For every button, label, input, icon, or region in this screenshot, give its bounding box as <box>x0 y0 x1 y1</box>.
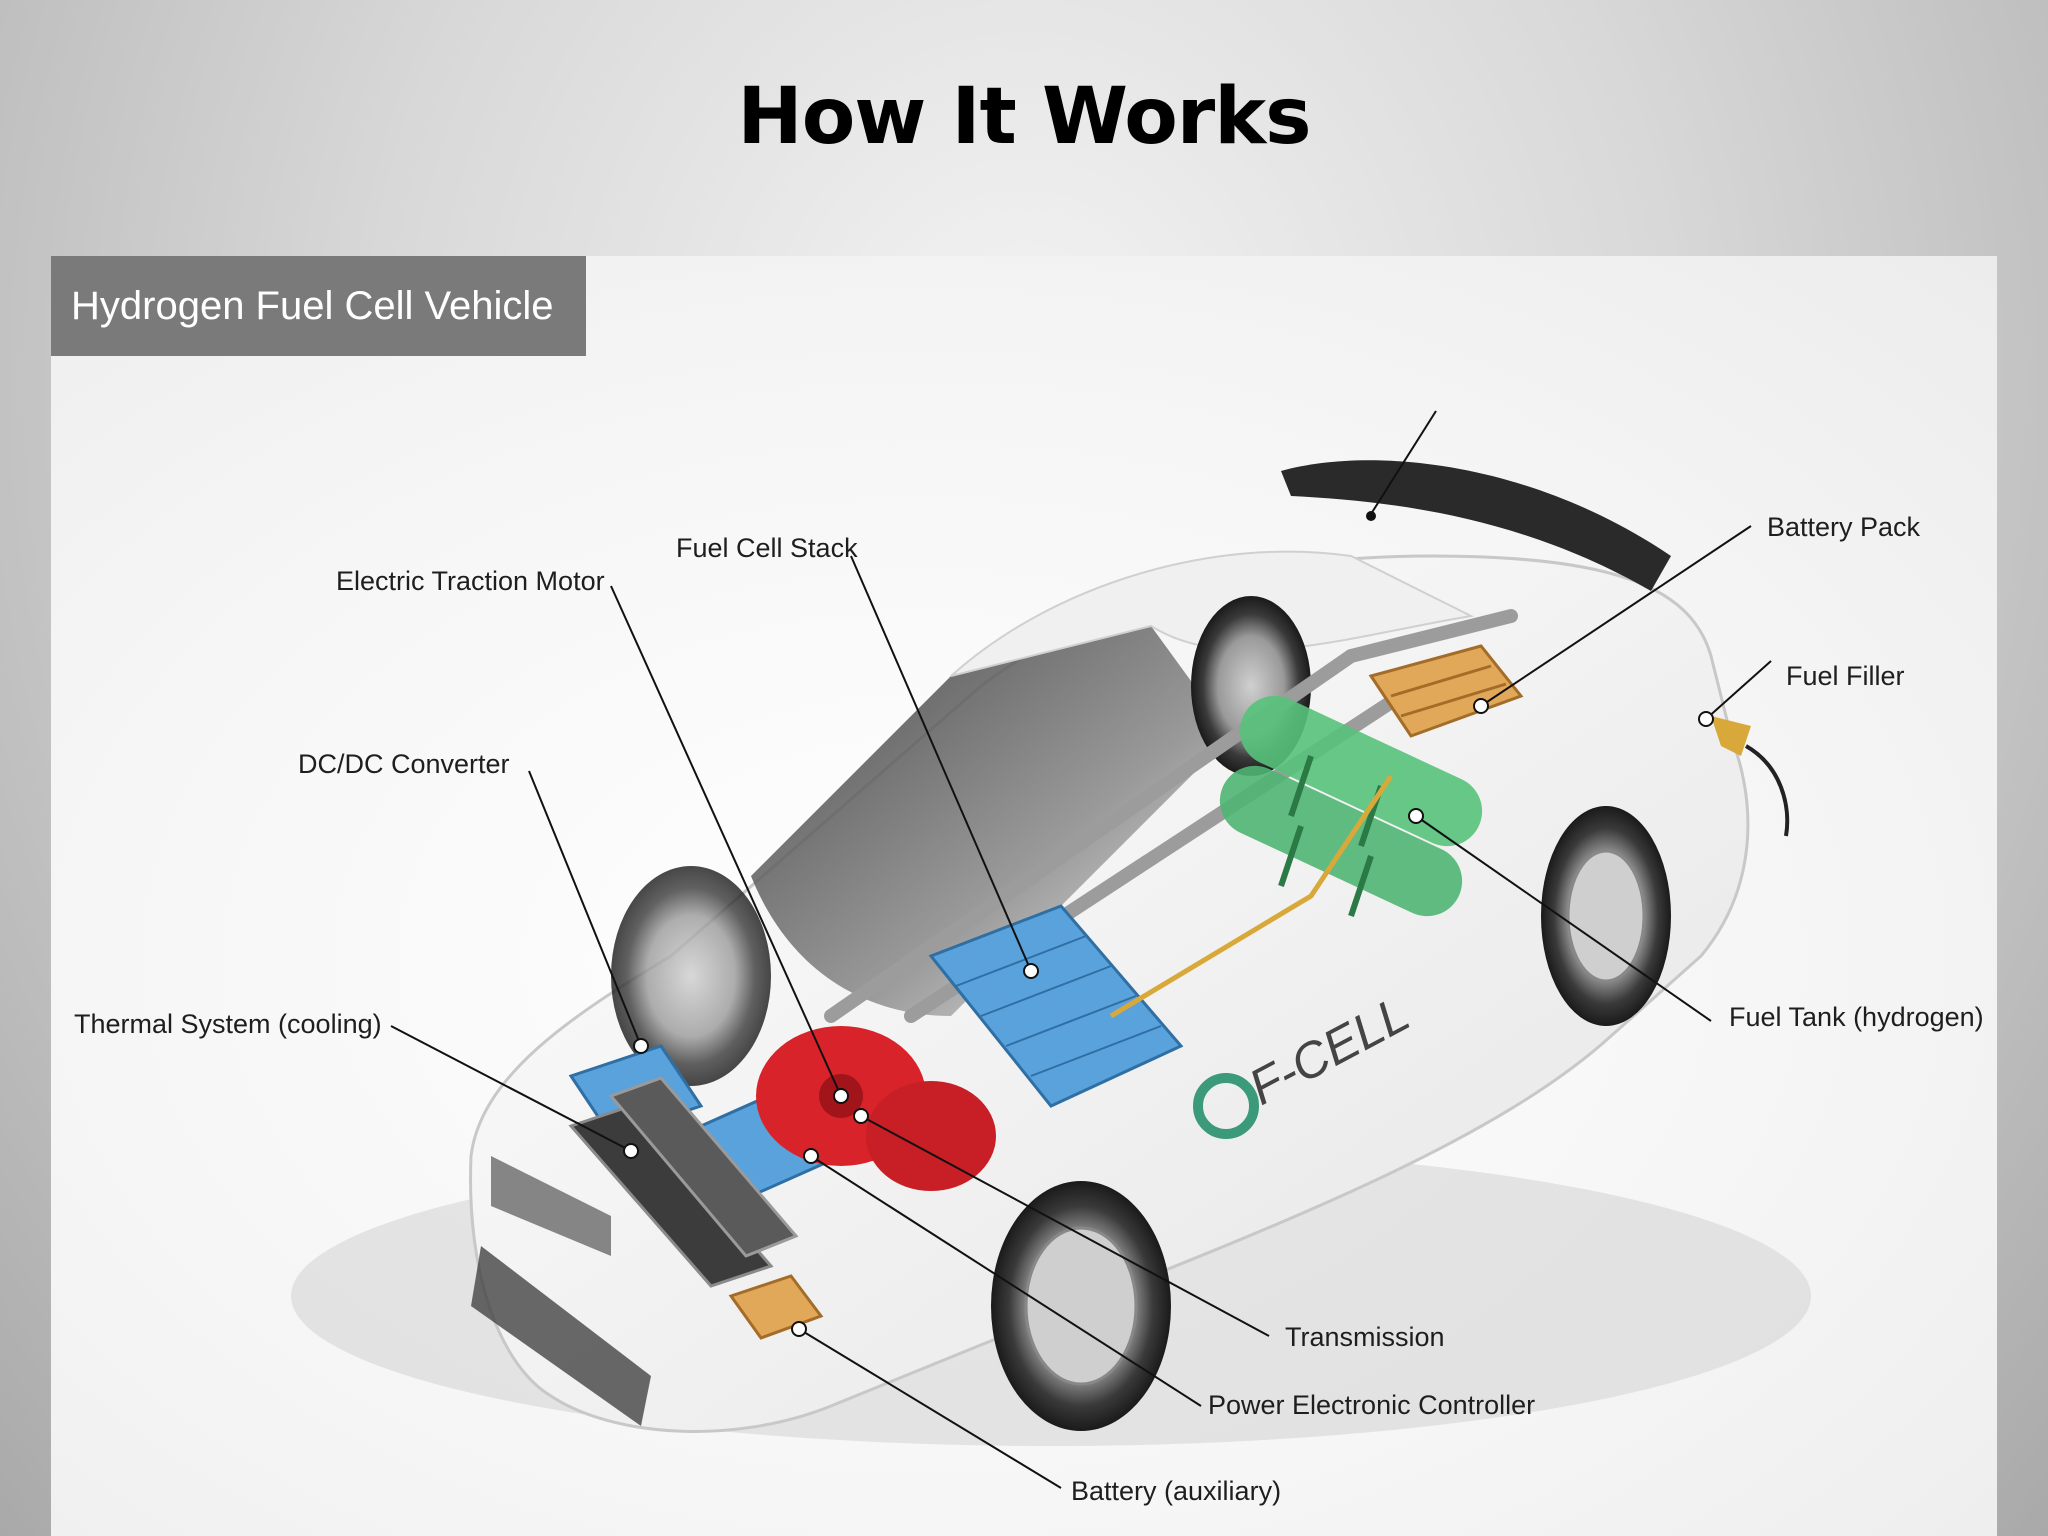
leader-fuel-cell-stack <box>850 555 1032 972</box>
front-left-wheel <box>611 866 771 1086</box>
label-fuel-filler: Fuel Filler <box>1786 661 1905 691</box>
front-grille <box>471 1156 651 1426</box>
rear-window-stripe <box>1281 460 1671 591</box>
label-electric-traction-motor: Electric Traction Motor <box>336 566 605 596</box>
diagram-panel: Hydrogen Fuel Cell Vehicle <box>51 256 1997 1536</box>
label-thermal-system: Thermal System (cooling) <box>74 1009 382 1039</box>
antenna-dot <box>1366 511 1376 521</box>
windshield <box>751 623 1231 1016</box>
leader-electric-traction-motor <box>610 585 842 1097</box>
leader-thermal-system <box>390 1025 632 1152</box>
label-battery-pack: Battery Pack <box>1767 512 1921 542</box>
label-fuel-cell-stack: Fuel Cell Stack <box>676 533 858 563</box>
label-dc-dc-converter: DC/DC Converter <box>298 749 510 779</box>
leader-battery-auxiliary <box>798 1328 1062 1489</box>
front-right-wheel <box>991 1181 1171 1431</box>
fuel-cell-car-diagram: F-CELL <box>74 410 1984 1506</box>
leader-fuel-tank <box>1415 815 1712 1022</box>
hv-wiring <box>1109 774 1394 1019</box>
leader-power-electronic-controller <box>810 1155 1202 1407</box>
label-power-electronic-controller: Power Electronic Controller <box>1208 1390 1535 1420</box>
antenna-line <box>1370 410 1437 515</box>
leader-battery-pack <box>1480 525 1752 707</box>
diagram-header: Hydrogen Fuel Cell Vehicle <box>51 256 586 356</box>
hydrogen-tanks <box>1219 695 1483 917</box>
leader-dc-dc-converter <box>528 770 642 1047</box>
label-fuel-tank: Fuel Tank (hydrogen) <box>1729 1002 1984 1032</box>
label-transmission: Transmission <box>1285 1322 1445 1352</box>
label-battery-auxiliary: Battery (auxiliary) <box>1071 1476 1281 1506</box>
battery-pack-component <box>1368 644 1524 738</box>
leader-transmission <box>860 1115 1270 1337</box>
fuel-cell-stack-component <box>928 904 1184 1108</box>
slide-title: How It Works <box>737 72 1311 162</box>
leader-lines <box>390 525 1772 1489</box>
radiator-component <box>568 1076 799 1288</box>
leader-fuel-filler <box>1705 660 1772 720</box>
anchor-dots <box>623 698 1714 1337</box>
fuel-nozzle-component <box>1711 716 1790 837</box>
